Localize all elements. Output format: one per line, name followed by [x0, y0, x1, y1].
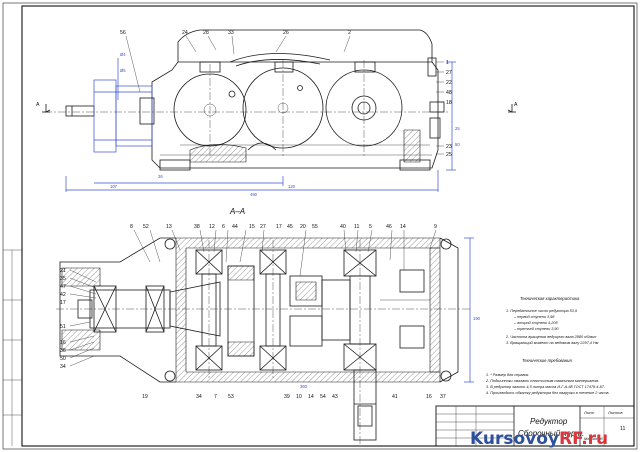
sec-dim-right-h: 190 — [473, 316, 481, 321]
spec-item-4: – третьей ступени 3,90 — [513, 327, 560, 331]
sec-callout-51: 51 — [60, 324, 66, 330]
spec-item-2: – первой ступени 3,98 — [513, 315, 555, 319]
callout-25: 25 — [446, 152, 452, 158]
sec-callout-40: 40 — [340, 224, 346, 230]
input-flange — [93, 79, 117, 153]
sec-callout-17-left: 17 — [60, 300, 66, 306]
watermark: KursovoyRF.ru — [470, 429, 608, 449]
housing-outline — [151, 29, 439, 169]
sec-callout-16: 16 — [60, 340, 66, 346]
section-title: A–A — [229, 207, 245, 216]
dim-bottom-small: 26 — [158, 174, 163, 179]
sec-callout-34-bottom: 34 — [196, 394, 202, 400]
sec-callout-35: 35 — [60, 276, 66, 282]
sec-callout-53: 53 — [228, 394, 234, 400]
output-shaft — [353, 369, 377, 441]
sec-callout-54: 54 — [320, 394, 326, 400]
sec-callout-20: 20 — [300, 224, 306, 230]
sec-callout-46: 46 — [386, 224, 392, 230]
callout-22: 22 — [446, 80, 452, 86]
spec-item-1: 1. Передаточное число редуктора 53,9 — [506, 309, 578, 313]
requirements-title: Технические требования — [522, 358, 572, 363]
sec-callout-14-bottom: 14 — [308, 394, 314, 400]
top-view — [42, 29, 516, 192]
input-shaft — [65, 105, 95, 117]
sec-callout-10: 10 — [296, 394, 302, 400]
section-mark-right: A — [514, 102, 518, 108]
spec-item-5: 2. Частота вращения ведущего вала 2880 о… — [505, 335, 597, 339]
title-block-scale-label: Масштаб — [584, 436, 603, 441]
spec-item-6: 3. Вращающий момент на ведомом валу 2297… — [506, 341, 599, 345]
dim-left-offset: 107 — [110, 184, 118, 189]
section-housing — [175, 237, 441, 383]
sec-callout-7: 7 — [214, 394, 217, 400]
sec-callout-12: 12 — [209, 224, 215, 230]
section-mark-left: A — [36, 102, 40, 108]
callout-56: 56 — [120, 30, 126, 36]
sec-callout-13: 13 — [166, 224, 172, 230]
sec-callout-34-left: 34 — [60, 364, 66, 370]
sec-callout-11: 11 — [354, 224, 359, 230]
sec-callout-42: 42 — [60, 292, 66, 298]
sec-callout-37: 37 — [440, 394, 446, 400]
title-block-name-1: Редуктор — [530, 417, 568, 426]
sec-callout-9: 9 — [434, 224, 437, 230]
sec-callout-44: 44 — [232, 224, 238, 230]
req-item-4: 4. Производить обкатку редуктора без наг… — [486, 391, 610, 395]
dim-bore-b: Ø5 — [120, 68, 126, 73]
req-item-3: 3. В редуктор залить 4,5 литра масла И-Г… — [486, 385, 605, 389]
callout-23: 23 — [446, 144, 452, 150]
callout-1: 1 — [446, 60, 449, 66]
drawing-frame-inner — [21, 5, 635, 447]
sec-callout-5: 5 — [369, 224, 372, 230]
sec-callout-43: 43 — [332, 394, 338, 400]
callout-18: 18 — [446, 100, 452, 106]
sec-callout-21: 21 — [60, 268, 66, 274]
dim-overall-length: 490 — [250, 192, 258, 197]
left-margin-strip — [3, 249, 22, 446]
title-block — [435, 405, 635, 447]
sec-callout-39: 39 — [284, 394, 290, 400]
callout-48: 48 — [446, 90, 452, 96]
sec-callout-50: 50 — [60, 356, 66, 362]
title-block-sheet-label: Лист — [583, 410, 595, 415]
sec-callout-15: 15 — [249, 224, 255, 230]
sec-callout-45: 45 — [287, 224, 293, 230]
sec-callout-52: 52 — [143, 224, 149, 230]
title-block-sheets-label: Листов — [607, 410, 623, 415]
sec-callout-55: 55 — [312, 224, 318, 230]
callout-33: 33 — [228, 30, 234, 36]
spec-item-3: – второй ступени 4,205 — [513, 321, 558, 325]
req-item-2: 2. Подшипники смазать пластичным смазочн… — [485, 379, 599, 383]
callout-24: 24 — [182, 30, 188, 36]
callout-27: 27 — [446, 70, 452, 76]
sec-callout-16-bottom: 16 — [426, 394, 432, 400]
sec-callout-36: 36 — [60, 348, 66, 354]
callout-28: 28 — [203, 30, 209, 36]
sec-callout-19: 19 — [142, 394, 148, 400]
sec-callout-38: 38 — [194, 224, 200, 230]
callout-2: 2 — [348, 30, 351, 36]
sec-callout-41: 41 — [392, 394, 398, 400]
sec-callout-27: 27 — [260, 224, 266, 230]
dim-height-right: 50 — [455, 142, 460, 147]
title-block-sheet-number: 11 — [620, 426, 625, 432]
specs-title: Техническая характеристика — [520, 296, 580, 301]
sec-callout-8: 8 — [130, 224, 133, 230]
sec-callout-47: 47 — [60, 284, 66, 290]
req-item-1: 1. * Размер для справок. — [486, 373, 529, 377]
callout-26: 26 — [283, 30, 289, 36]
dim-mid-offset: 120 — [288, 184, 296, 189]
sec-callout-14: 14 — [400, 224, 406, 230]
sec-callout-17: 17 — [276, 224, 282, 230]
dim-side-small: 25 — [455, 126, 460, 131]
dim-bore-a: Ø4 — [120, 52, 126, 57]
sec-callout-6: 6 — [222, 224, 225, 230]
sec-dim-width: 360 — [300, 384, 308, 389]
title-block-name-2: Сборочный черт. — [518, 429, 584, 438]
section-view — [56, 229, 474, 444]
